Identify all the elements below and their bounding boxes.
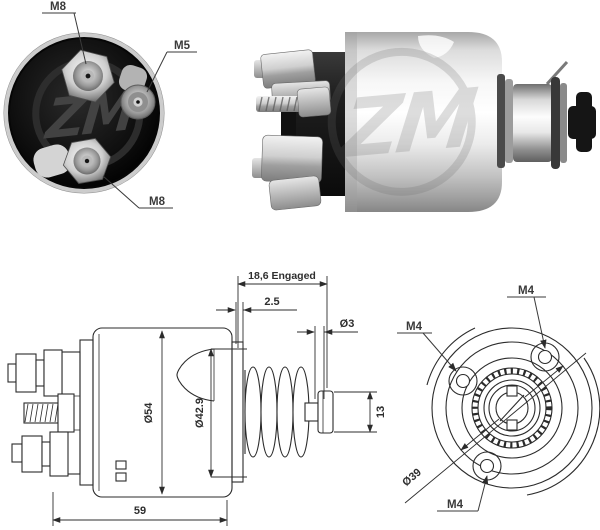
- m8-bottom-bracket: [33, 144, 71, 178]
- sv-stud-top-nut2: [43, 349, 63, 397]
- product-photo: ZM: [252, 32, 596, 212]
- photo-oring-2: [560, 83, 567, 163]
- sv-stud-bot-nut2: [49, 431, 69, 477]
- sv-dim-rod-diameter: Ø3: [340, 318, 355, 330]
- m8-top-label: M8: [50, 1, 67, 13]
- rv-inner-flange: [445, 341, 579, 475]
- photo-ring-2: [505, 79, 513, 163]
- rv-flange-arc-right: [526, 357, 600, 496]
- rv-m4-bottom-leader: [477, 475, 489, 512]
- m5-label: M5: [174, 40, 191, 52]
- sv-dim-offset: 2.5: [264, 296, 279, 308]
- sv-rod: [304, 402, 319, 422]
- sv-vent-2: [115, 472, 127, 482]
- photo-body-highlight: [418, 35, 454, 58]
- photo-tip-cross: [576, 92, 592, 152]
- rv-hole-bottom: [479, 458, 495, 474]
- photo-plunger-cylinder: [513, 84, 552, 162]
- m8-bottom-label: M8: [149, 196, 166, 208]
- m5-terminal: [120, 84, 156, 120]
- rv-m4-left-label: M4: [406, 321, 423, 333]
- sv-flange: [231, 341, 244, 483]
- terminal-end-view: ZM M8 M5: [3, 1, 197, 209]
- rv-m4-bottom-label: M4: [447, 499, 464, 511]
- rv-hole-top: [537, 349, 553, 365]
- rv-ring-2: [488, 384, 536, 432]
- sv-dim-tip-length: 13: [375, 406, 387, 418]
- sv-vent-1: [115, 460, 127, 470]
- rv-ring: [483, 379, 541, 437]
- photo-oring-1: [551, 77, 560, 169]
- photo-ring-1: [497, 74, 505, 168]
- photo-nut-bottom-2: [268, 175, 322, 211]
- watermark-photo-text: ZM: [334, 72, 480, 178]
- sv-stud-top-tip: [7, 363, 17, 383]
- sv-front-plate: [79, 339, 94, 486]
- rv-hub-outer: [461, 357, 563, 459]
- sv-stud-bot-nut1: [21, 435, 43, 473]
- sv-dim-body-diameter: Ø54: [143, 402, 155, 424]
- rv-keyway-top: [506, 385, 518, 397]
- m8-terminal-top: [61, 49, 115, 103]
- rv-shaft-slash: [499, 394, 525, 422]
- side-view-drawing: 18,6 Engaged 2.5 Ø3 Ø54 Ø42.9 13 59: [7, 270, 387, 526]
- photo-nut-m5: [296, 86, 332, 118]
- rv-dim-arrow-1: [460, 418, 500, 451]
- sv-stud-bot-tip: [11, 443, 23, 463]
- rv-flange-arc-left: [426, 327, 476, 386]
- sv-stud-top-nut1: [15, 353, 37, 393]
- rv-ear-left: [448, 366, 478, 396]
- rv-outer-circle: [431, 327, 593, 489]
- rv-hole-left: [455, 373, 471, 389]
- rv-m4-left-leader: [422, 332, 457, 372]
- sv-threaded-nut: [57, 393, 75, 433]
- photo-body: [345, 32, 502, 212]
- rv-m4-top-label: M4: [518, 285, 535, 297]
- rv-knurl-inner: [477, 373, 547, 443]
- sv-boot-rib-1: [244, 366, 262, 458]
- sv-dim-overall-length: 59: [134, 505, 146, 517]
- sv-boot-rib-3: [276, 366, 294, 458]
- photo-spring-wire: [545, 60, 569, 86]
- m8-bottom-leader: [102, 175, 140, 209]
- sv-contact-dome: [176, 348, 215, 402]
- m8-terminal-bottom: [62, 137, 112, 185]
- sv-dim-engaged: 18,6 Engaged: [248, 270, 316, 282]
- photo-body-front-ring: [345, 32, 357, 212]
- m5-leader: [146, 51, 168, 93]
- sv-boot-rib-2: [260, 366, 278, 458]
- rv-dim-diagonal: [404, 352, 587, 504]
- rv-dim-arrow-2: [524, 365, 564, 398]
- rear-view-drawing: Ø39 M4 M4 M4: [397, 285, 600, 512]
- rv-m4-top-leader: [533, 296, 547, 349]
- rv-dim-bolt-circle: Ø39: [400, 466, 424, 489]
- rv-keyway-bottom: [506, 419, 518, 431]
- sv-extension-lines: [52, 276, 377, 526]
- sv-dim-front-diameter: Ø42.9: [194, 398, 206, 428]
- brand-watermark-photo: ZM: [327, 47, 481, 196]
- photo-thread-lines: [258, 96, 298, 112]
- sv-stud-bot-washer: [41, 441, 51, 467]
- m8-top-leader: [73, 12, 87, 65]
- sv-thread-hatch: [24, 403, 59, 423]
- rv-knurl-hatch: [472, 368, 552, 448]
- sv-stud-top-washer: [35, 359, 45, 387]
- sv-rod-collar: [317, 390, 334, 434]
